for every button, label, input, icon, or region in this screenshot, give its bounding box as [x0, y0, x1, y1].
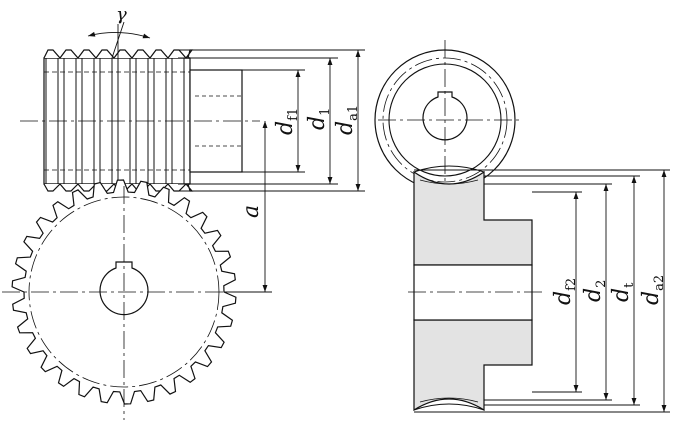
wheel-dimensions [414, 169, 670, 413]
lead-angle-indicator [87, 21, 151, 59]
worm-wheel-section-view [413, 165, 533, 412]
dim-label-dt: dt [609, 282, 637, 302]
dim-label-d2: d2 [581, 280, 609, 302]
dim-label-da2: da2 [639, 275, 667, 305]
dim-label-df2: df2 [551, 278, 579, 305]
center-distance-label: a [239, 205, 264, 218]
dim-label-df1: df1 [273, 108, 301, 135]
worm-dimensions [178, 49, 365, 192]
wheel-bore-area [413, 264, 533, 321]
dim-label-d1: d1 [305, 108, 333, 130]
wheel-section-upper [413, 170, 533, 266]
wheel-section-lower [413, 319, 533, 412]
worm-front-view [43, 49, 243, 192]
dim-label-da1: da1 [333, 105, 361, 135]
lead-angle-label: γ [116, 4, 127, 25]
